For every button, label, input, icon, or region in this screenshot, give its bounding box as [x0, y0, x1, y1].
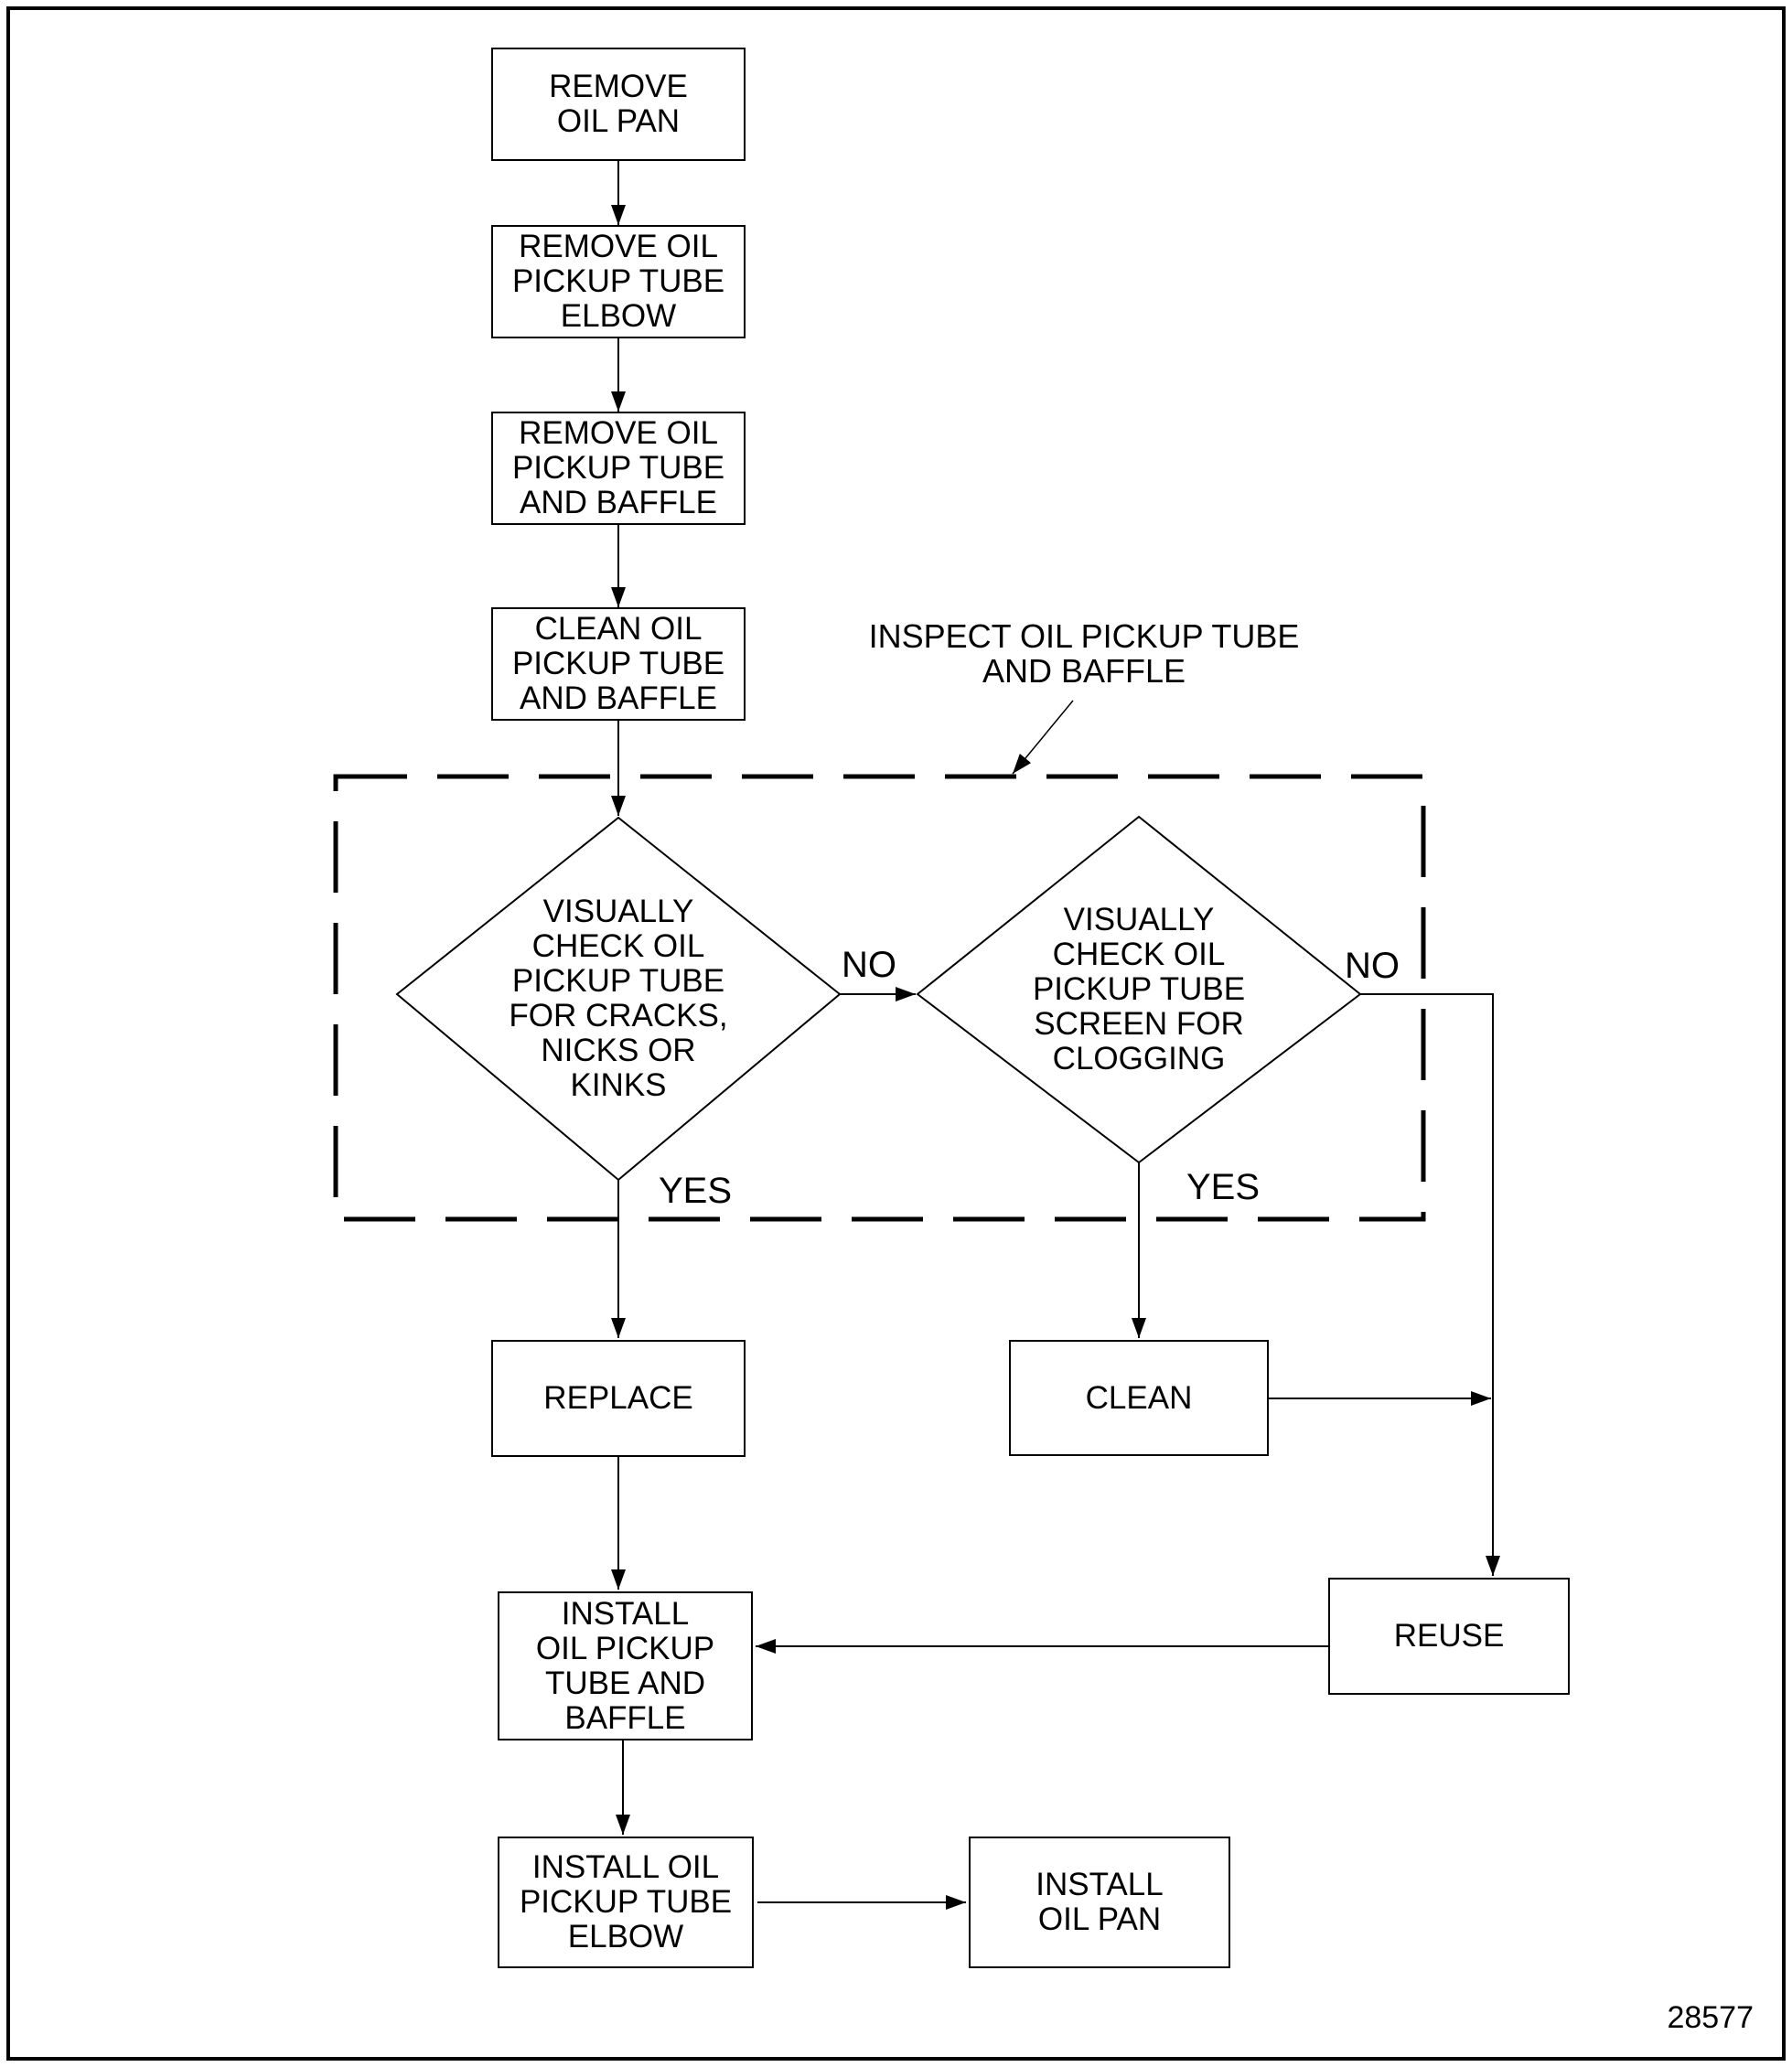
edge-label-yes-cracks: YES: [658, 1171, 733, 1211]
node-install-oil-pickup-tube-and-baffle: INSTALL OIL PICKUP TUBE AND BAFFLE: [498, 1591, 753, 1740]
node-install-oil-pan: INSTALL OIL PAN: [969, 1837, 1230, 1968]
edge-label-no-cracks: NO: [842, 945, 896, 985]
page-border: [6, 6, 1786, 2061]
node-check-clogging-label: VISUALLY CHECK OIL PICKUP TUBE SCREEN FO…: [1032, 902, 1246, 1076]
figure-number: 28577: [1667, 2000, 1754, 2035]
inspect-group-annotation: INSPECT OIL PICKUP TUBE AND BAFFLE: [868, 617, 1300, 690]
arrow-no-clogging-to-reuse: [1360, 993, 1500, 1576]
node-remove-oil-pan: REMOVE OIL PAN: [491, 48, 746, 161]
edge-label-no-clogging: NO: [1345, 946, 1400, 986]
inspect-group-boundary: [333, 774, 1426, 1222]
edge-label-yes-clogging: YES: [1186, 1167, 1261, 1207]
node-install-oil-pickup-tube-elbow: INSTALL OIL PICKUP TUBE ELBOW: [498, 1837, 754, 1968]
node-remove-oil-pickup-tube-and-baffle: REMOVE OIL PICKUP TUBE AND BAFFLE: [491, 412, 746, 525]
node-reuse: REUSE: [1328, 1578, 1570, 1695]
node-clean-oil-pickup-tube-and-baffle: CLEAN OIL PICKUP TUBE AND BAFFLE: [491, 607, 746, 721]
node-clean: CLEAN: [1009, 1340, 1269, 1456]
node-replace: REPLACE: [491, 1340, 746, 1457]
node-remove-oil-pickup-tube-elbow: REMOVE OIL PICKUP TUBE ELBOW: [491, 225, 746, 338]
inspect-annotation-leader: [1012, 700, 1074, 775]
node-check-cracks-label: VISUALLY CHECK OIL PICKUP TUBE FOR CRACK…: [509, 894, 728, 1103]
